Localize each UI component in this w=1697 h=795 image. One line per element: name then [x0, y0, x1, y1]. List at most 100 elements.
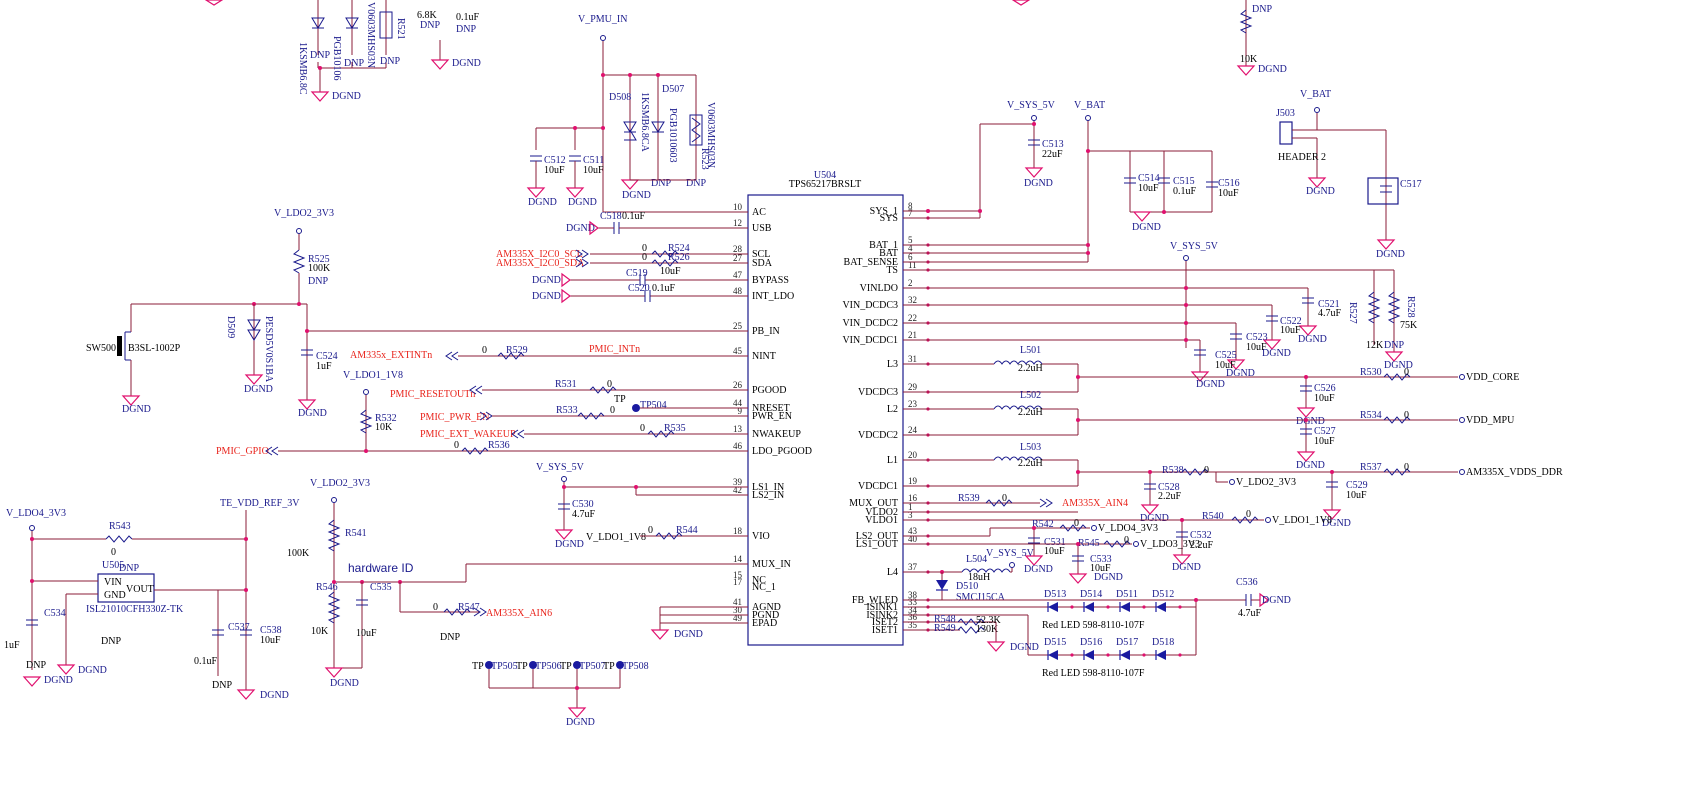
r537-value: 0 [1404, 462, 1409, 473]
dgnd-label: DGND [1226, 368, 1255, 379]
pin-name: TS [886, 265, 898, 276]
ground-symbol [1262, 339, 1282, 350]
junction-dot [244, 537, 248, 541]
r542-refdes: R542 [1032, 519, 1054, 530]
r546-refdes: R546 [316, 582, 338, 593]
diode-d508 [623, 121, 637, 141]
resistor-r530 [1383, 373, 1411, 381]
pin-number: 12 [733, 218, 742, 228]
net-label-v-pmu-in: V_PMU_IN [578, 14, 627, 25]
junction-dot [1076, 542, 1080, 546]
r526-value: 0 [642, 252, 647, 263]
pin-name: L3 [887, 359, 898, 370]
c532-value: 2.2uF [1190, 540, 1214, 551]
c515-value: 0.1uF [1173, 186, 1197, 197]
pin-name: BAT_SENSE [844, 257, 898, 268]
port-arrow [511, 429, 525, 439]
resistor-r528 [1387, 291, 1401, 324]
c533-value: 10uF [1090, 563, 1111, 574]
dgnd-label: DGND [1094, 572, 1123, 583]
diode-d507 [651, 121, 665, 133]
c530-refdes: C530 [572, 499, 594, 510]
net-port [561, 476, 567, 482]
junction-dot [1178, 605, 1182, 609]
c521-refdes: C521 [1318, 299, 1340, 310]
r523-refdes: R523 [699, 148, 710, 170]
led-diode [1156, 602, 1166, 612]
pin-name: VLDO1 [865, 515, 898, 526]
c513-refdes: C513 [1042, 139, 1064, 150]
diode-d510 [936, 580, 948, 590]
pin-name: VDCDC3 [858, 387, 898, 398]
led-diode [1048, 602, 1058, 612]
led-diode [1048, 650, 1058, 660]
dnp-label: DNP [380, 56, 400, 67]
r537-refdes: R537 [1360, 462, 1382, 473]
c532-refdes: C532 [1190, 530, 1212, 541]
ground-symbol [1024, 167, 1044, 178]
capacitor-value: 0.1uF [456, 12, 480, 23]
net-port [1183, 255, 1189, 261]
led-refdes: D515 [1044, 637, 1066, 648]
c534-value: 1uF [4, 640, 20, 651]
ground-symbol [1296, 451, 1316, 462]
ldo-outputs: R539 0 AM335X_AIN4 R540 0 V_LDO1_1V8 C53… [903, 493, 1332, 584]
c522-value: 10uF [1280, 325, 1301, 336]
pin-name: INT_LDO [752, 291, 794, 302]
pin-number: 24 [908, 425, 918, 435]
port-arrow [469, 385, 483, 395]
pin-vout: VOUT [126, 584, 154, 595]
resistor-r549 [957, 626, 985, 634]
net-label-v-ldo2: V_LDO2_3V3 [310, 478, 370, 489]
dnp-label: DNP [212, 680, 232, 691]
junction-dot [1086, 243, 1090, 247]
junction-dot [573, 126, 577, 130]
pin-number: 13 [733, 424, 743, 434]
pin-number: 1 [908, 502, 913, 512]
resistor-r532 [359, 409, 373, 434]
dgnd-label: DGND [1132, 222, 1161, 233]
ground-symbol [561, 272, 571, 288]
load-switch-input: V_SYS_5V C530 4.7uF DGND V_LDO1_1V8 0 R5… [536, 462, 748, 550]
c525-refdes: C525 [1215, 350, 1237, 361]
u505-body [97, 573, 155, 603]
dgnd-label: DGND [532, 275, 561, 286]
l502-value: 2.2uH [1018, 407, 1043, 418]
resistor-r545 [1103, 540, 1131, 548]
dgnd-label: DGND [78, 665, 107, 676]
dgnd-label: DGND [566, 717, 595, 728]
top-clipped-grounds: DNP 10K DGND [204, 0, 1287, 76]
l501-value: 2.2uH [1018, 363, 1043, 374]
pin-name: FB_WLED [852, 595, 898, 606]
top-left-protection: DGND DNP DNP DNP 1KSMB6.8C PGB10106 V060… [297, 0, 481, 102]
dgnd-label: DGND [1296, 460, 1325, 471]
pin-name: VDCDC2 [858, 430, 898, 441]
testpoint-tp508 [616, 661, 624, 669]
pin-name: LS2_OUT [856, 531, 898, 542]
tp-prefix: TP [603, 661, 615, 672]
c526-value: 10uF [1314, 393, 1335, 404]
ground-symbol [56, 664, 76, 675]
pin-number: 26 [733, 380, 743, 390]
junction-dot [656, 73, 660, 77]
varistor-r523 [689, 114, 703, 146]
pin-number: 9 [738, 406, 743, 416]
r544-value: 0 [648, 525, 653, 536]
pin-number: 11 [908, 260, 917, 270]
ground-symbol [986, 641, 1006, 652]
junction-dot [1076, 470, 1080, 474]
signal-ain4: AM335X_AIN4 [1062, 498, 1128, 509]
pin-name: AGND [752, 602, 781, 613]
pin-number: 36 [908, 612, 918, 622]
ground-symbol [526, 187, 546, 198]
r548-value: 52.3K [976, 615, 1002, 626]
pmic-refdes: U504 [814, 170, 836, 181]
ic-ground: DGND [650, 606, 748, 640]
pin-gnd: GND [104, 590, 126, 601]
junction-dot [1076, 418, 1080, 422]
c514-value: 10uF [1138, 183, 1159, 194]
r540-refdes: R540 [1202, 511, 1224, 522]
bottom-test-points: TP TP505 TP TP506 TP TP507 TP TP508 DGND [472, 661, 649, 728]
